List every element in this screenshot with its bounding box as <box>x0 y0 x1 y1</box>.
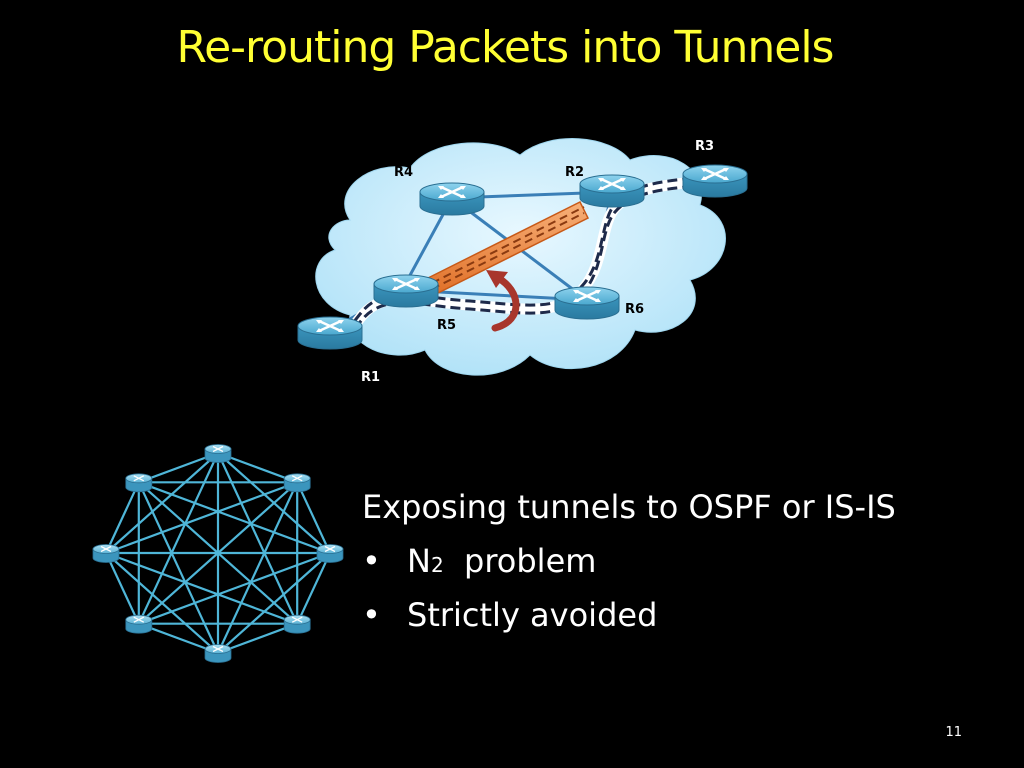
text-heading: Exposing tunnels to OSPF or IS-IS <box>362 488 896 526</box>
bullet-text-pre: N <box>407 542 431 580</box>
cloud-shape <box>315 138 726 376</box>
bullet-marker: • <box>362 542 381 580</box>
mesh-router-icon <box>283 473 311 493</box>
mesh-router-icon <box>316 543 344 564</box>
mesh-links <box>105 451 331 655</box>
mesh-link <box>296 481 331 554</box>
page-number: 11 <box>945 725 962 740</box>
router-r5-icon <box>372 273 440 309</box>
mesh-link <box>138 481 331 555</box>
router-label-r4: R4 <box>394 165 413 180</box>
router-label-r6: R6 <box>625 302 644 317</box>
mesh-link <box>296 552 331 625</box>
tunnel-shape <box>426 200 590 296</box>
mesh-link <box>105 552 219 654</box>
bullet-strictly-avoided: • Strictly avoided <box>362 588 896 642</box>
mesh-router-icon <box>125 614 153 634</box>
full-mesh-diagram <box>92 443 344 664</box>
router-label-r5: R5 <box>437 318 456 333</box>
mesh-link <box>138 481 298 625</box>
mesh-router-icon <box>92 543 120 564</box>
router-r6-icon <box>553 285 621 321</box>
mesh-router-icon <box>204 443 232 464</box>
router-r4-icon <box>418 181 486 217</box>
reroute-arrow <box>486 270 520 332</box>
router-label-r2: R2 <box>565 165 584 180</box>
slide-title: Re-routing Packets into Tunnels <box>176 22 835 73</box>
mesh-link <box>105 481 140 554</box>
tunnel-network-diagram: R4 R2 R3 R5 R6 R1 <box>296 138 749 385</box>
router-r1-icon <box>296 315 364 351</box>
bullet-marker: • <box>362 596 381 634</box>
bullet-text: Strictly avoided <box>407 596 658 634</box>
router-r2-icon <box>578 173 646 209</box>
router-label-r3: R3 <box>695 139 714 154</box>
mesh-router-icon <box>204 643 232 664</box>
bullet-text-post: problem <box>443 542 597 580</box>
router-label-r1: R1 <box>361 370 380 385</box>
mesh-router-icon <box>283 614 311 634</box>
mesh-link <box>137 481 219 654</box>
mesh-router-icon <box>125 473 153 493</box>
mesh-link <box>105 552 140 625</box>
router-r3-icon <box>681 163 749 199</box>
